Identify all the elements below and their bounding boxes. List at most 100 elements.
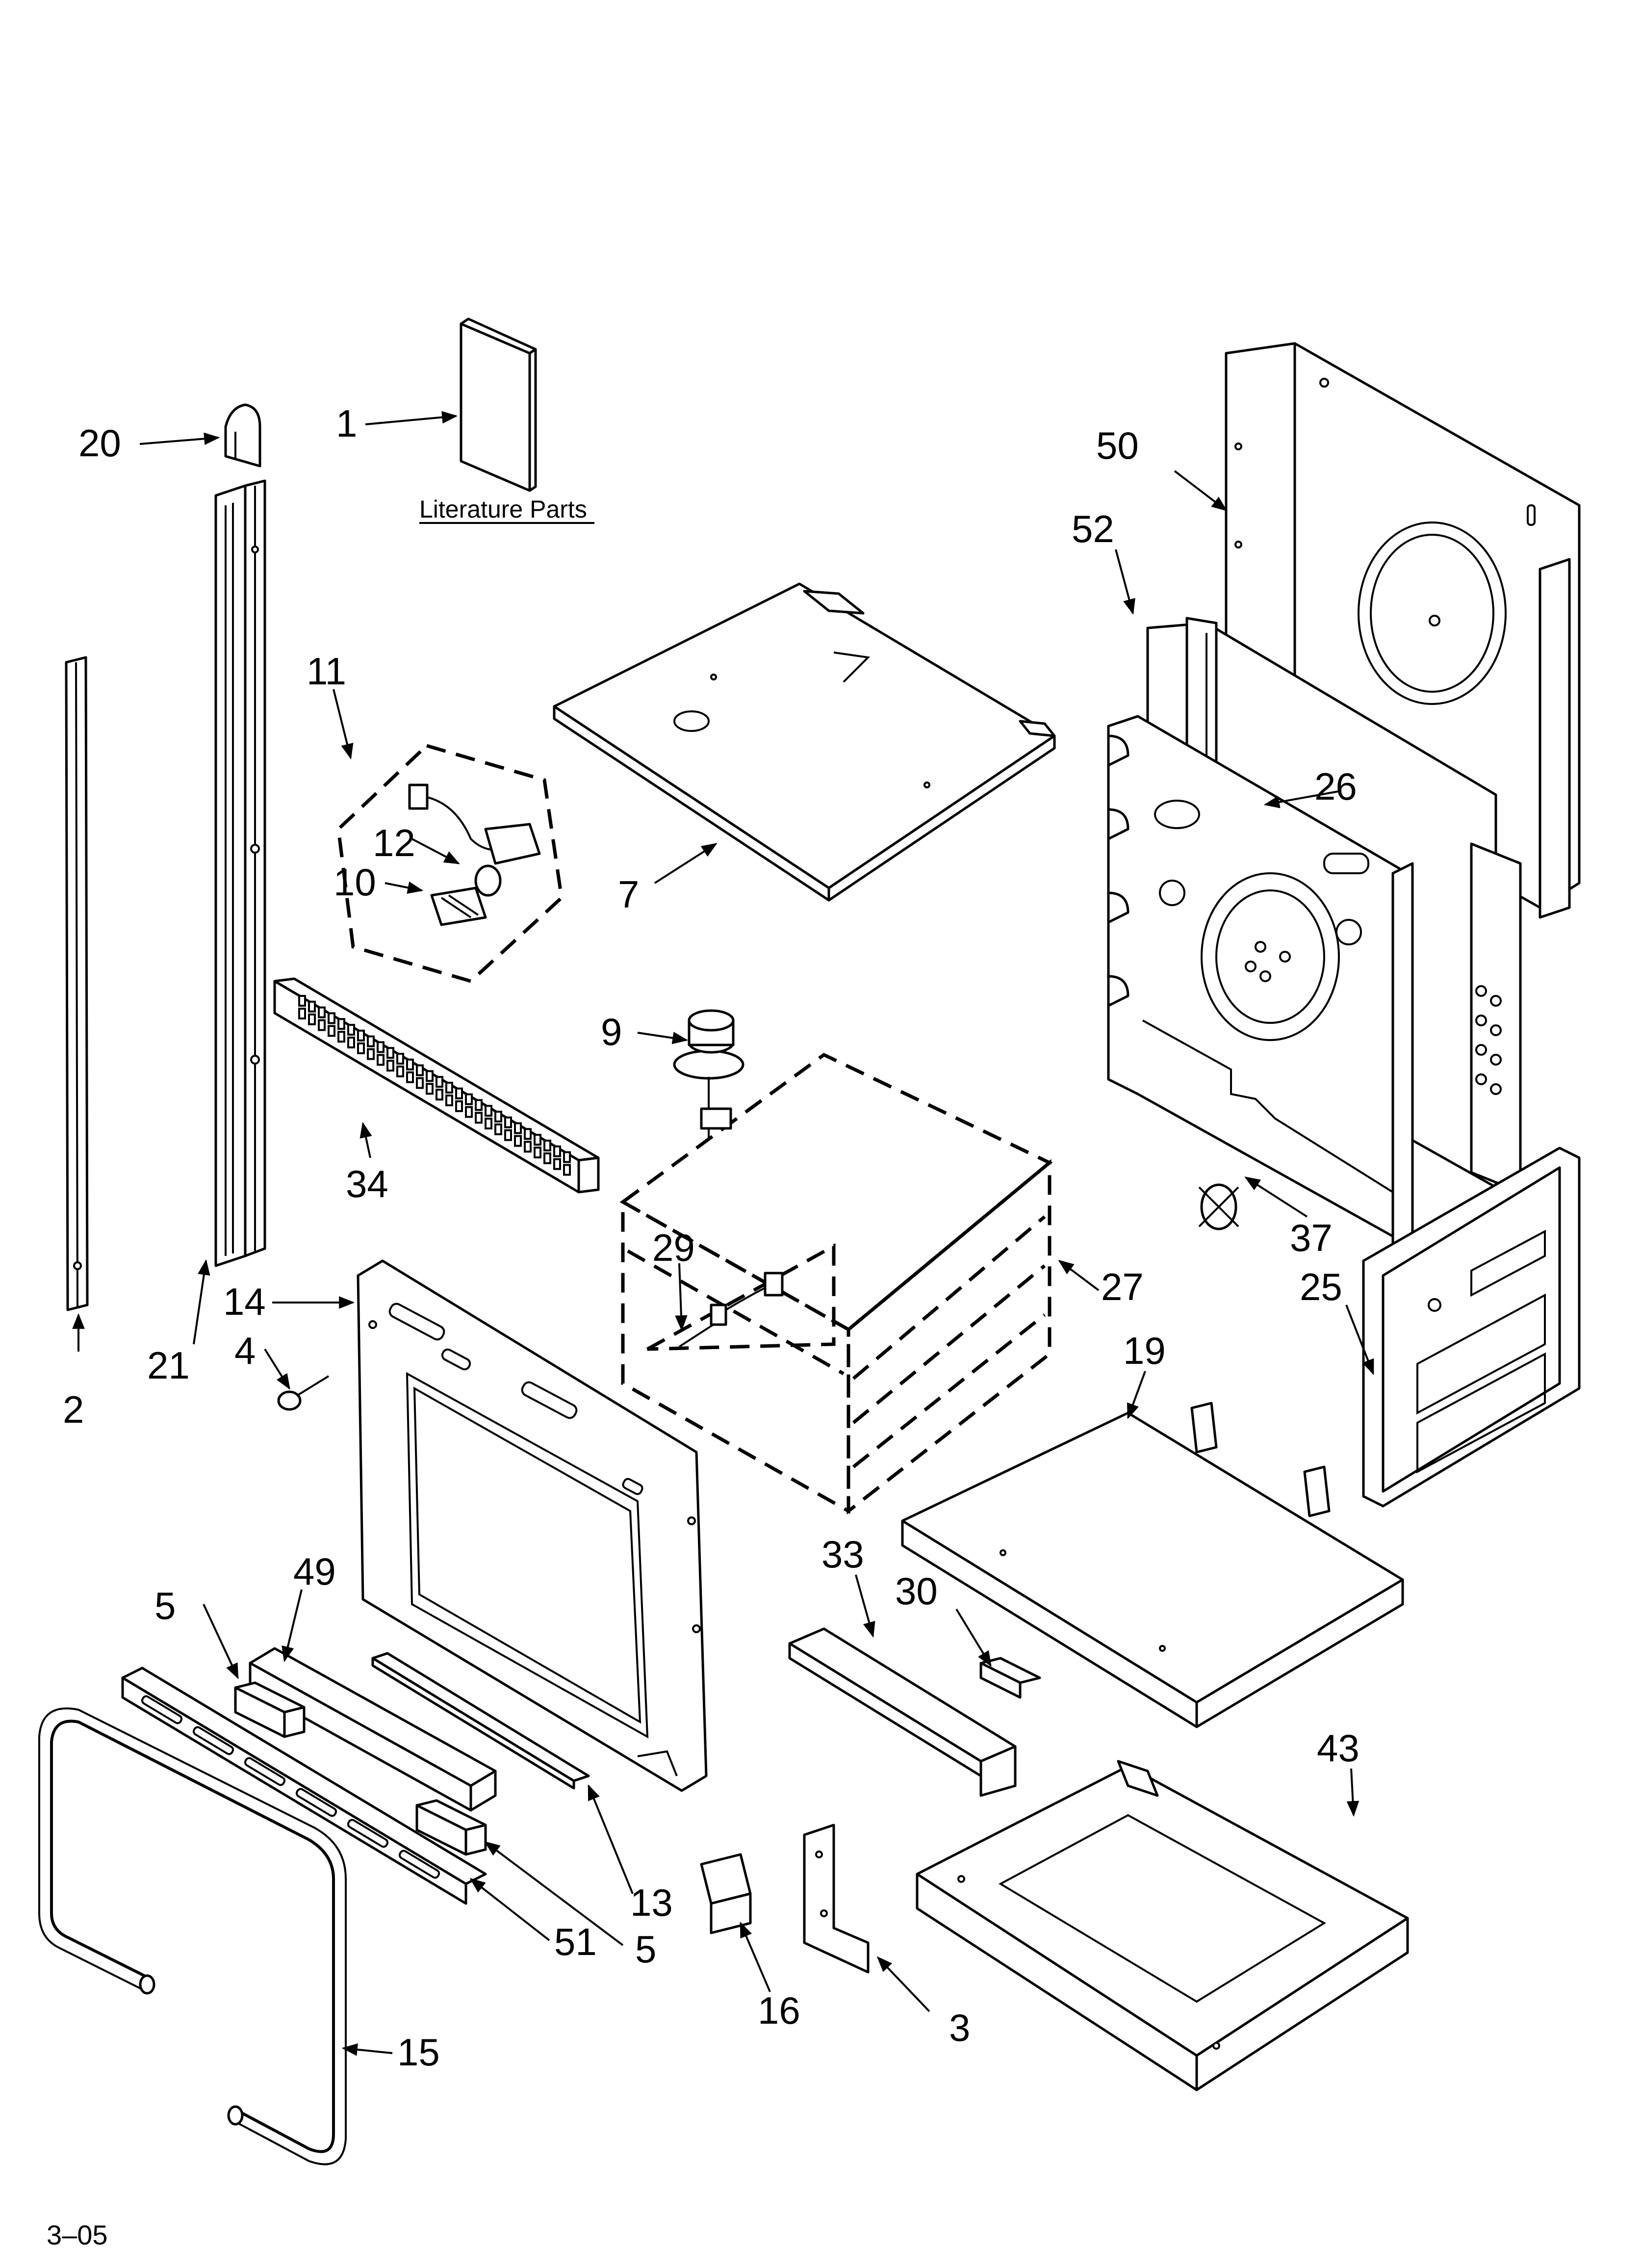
leader-line xyxy=(1345,1304,1374,1375)
vent-slot xyxy=(416,1077,424,1089)
trim-slot xyxy=(244,1757,286,1786)
vent-slot xyxy=(475,1099,483,1111)
vent-slot xyxy=(504,1129,512,1141)
vent-slot xyxy=(465,1106,473,1118)
leader-line xyxy=(469,1878,550,1941)
callout-13: 13 xyxy=(630,1881,673,1924)
vent-slot xyxy=(377,1054,385,1066)
vent-slot xyxy=(553,1158,561,1170)
vent-slot xyxy=(524,1141,532,1153)
vent-slot xyxy=(494,1111,502,1122)
vent-slot xyxy=(426,1083,434,1095)
trim-slot xyxy=(141,1695,183,1724)
vent-slot xyxy=(416,1064,424,1076)
vent-slot xyxy=(386,1060,394,1072)
vent-slot xyxy=(406,1071,414,1083)
vent-slot xyxy=(357,1042,365,1054)
callout-34: 34 xyxy=(346,1162,388,1205)
vent-slot xyxy=(406,1058,414,1070)
revision-code: 3–05 xyxy=(47,2219,108,2250)
trim-slot xyxy=(347,1819,389,1848)
callout-14: 14 xyxy=(223,1280,266,1323)
part-7-top-panel xyxy=(553,582,1056,902)
vent-slot xyxy=(298,1008,306,1019)
part-14-front-frame xyxy=(357,1259,708,1792)
part-34-vent-grille xyxy=(273,977,600,1194)
part-49-insulation-block xyxy=(249,1647,497,1812)
part-9-sensor-knob xyxy=(673,1009,744,1138)
leader-line xyxy=(955,1608,992,1667)
part-52-side-bracket xyxy=(1470,842,1522,1194)
vent-slot xyxy=(465,1093,473,1105)
vent-slot xyxy=(377,1041,385,1053)
vent-slot xyxy=(347,1037,355,1048)
callout-7: 7 xyxy=(618,873,639,916)
literature-parts-caption: Literature Parts xyxy=(419,495,587,523)
leader-line xyxy=(359,1121,372,1158)
vent-slot xyxy=(534,1134,541,1146)
callout-2: 2 xyxy=(63,1388,84,1431)
leader-line xyxy=(193,1259,210,1345)
hole-pattern xyxy=(1475,985,1502,1095)
vent-slot xyxy=(308,1000,316,1013)
leader-line xyxy=(203,1604,239,1679)
leader-line xyxy=(1174,470,1228,511)
callout-19: 19 xyxy=(1123,1329,1166,1372)
vent-slot xyxy=(337,1018,345,1030)
leader-line xyxy=(411,838,460,864)
vent-slot xyxy=(445,1082,453,1094)
callout-labels: 1 2 3 4 5 5 7 9 10 11 12 13 14 15 16 19 … xyxy=(63,402,1360,2074)
vent-slot xyxy=(357,1029,365,1042)
vent-slot xyxy=(485,1105,492,1117)
part-16-latch xyxy=(700,1853,752,1934)
callout-4: 4 xyxy=(234,1329,256,1372)
part-15-door-gasket xyxy=(38,1707,347,2165)
leader-line xyxy=(588,1784,634,1894)
vent-slot xyxy=(367,1035,375,1047)
trim-slot xyxy=(192,1726,234,1755)
vent-slot xyxy=(328,1012,335,1024)
leader-line xyxy=(675,1263,688,1331)
vent-slot xyxy=(436,1076,443,1088)
callout-49: 49 xyxy=(293,1550,336,1593)
leader-line xyxy=(1127,1371,1146,1420)
callout-3: 3 xyxy=(949,2006,970,2049)
callout-26: 26 xyxy=(1314,765,1357,808)
leader-line xyxy=(1058,1260,1100,1291)
vent-slot xyxy=(328,1025,335,1037)
leader-line xyxy=(365,411,458,425)
callout-5a: 5 xyxy=(154,1584,176,1627)
vent-slot xyxy=(426,1070,434,1082)
leader-line xyxy=(484,1841,624,1946)
part-29-temperature-sensor xyxy=(678,1272,784,1348)
vent-slot xyxy=(514,1122,522,1134)
part-25-side-panel xyxy=(1362,1147,1581,1508)
part-26-fan-mount-plate xyxy=(1107,715,1414,1248)
callout-29: 29 xyxy=(652,1226,695,1269)
callout-21: 21 xyxy=(147,1344,190,1387)
callout-52: 52 xyxy=(1072,507,1114,550)
vent-slot xyxy=(553,1145,561,1157)
vent-slot xyxy=(386,1047,394,1059)
leader-line xyxy=(876,1956,930,2012)
part-19-bottom-shield xyxy=(901,1402,1404,1728)
callout-15: 15 xyxy=(397,2031,440,2074)
vent-slot xyxy=(308,1013,316,1025)
vent-slot xyxy=(504,1116,512,1128)
vent-slot xyxy=(455,1100,463,1112)
vent-slot xyxy=(337,1031,345,1043)
part-30-clip xyxy=(979,1657,1041,1699)
leader-line xyxy=(139,432,220,445)
vent-slot xyxy=(455,1087,463,1099)
leader-line xyxy=(264,1348,290,1390)
leader-line xyxy=(1263,790,1342,808)
vent-slot xyxy=(396,1066,404,1077)
part-3-hinge-bracket xyxy=(803,1824,870,1974)
part-33-rail-bracket xyxy=(788,1627,1017,1797)
part-5-spacer-block-b xyxy=(415,1799,487,1856)
part-4-screw xyxy=(277,1375,330,1411)
callout-43: 43 xyxy=(1317,1726,1360,1770)
vent-slot xyxy=(563,1151,571,1163)
leader-line xyxy=(333,689,354,760)
callout-50: 50 xyxy=(1096,424,1139,467)
